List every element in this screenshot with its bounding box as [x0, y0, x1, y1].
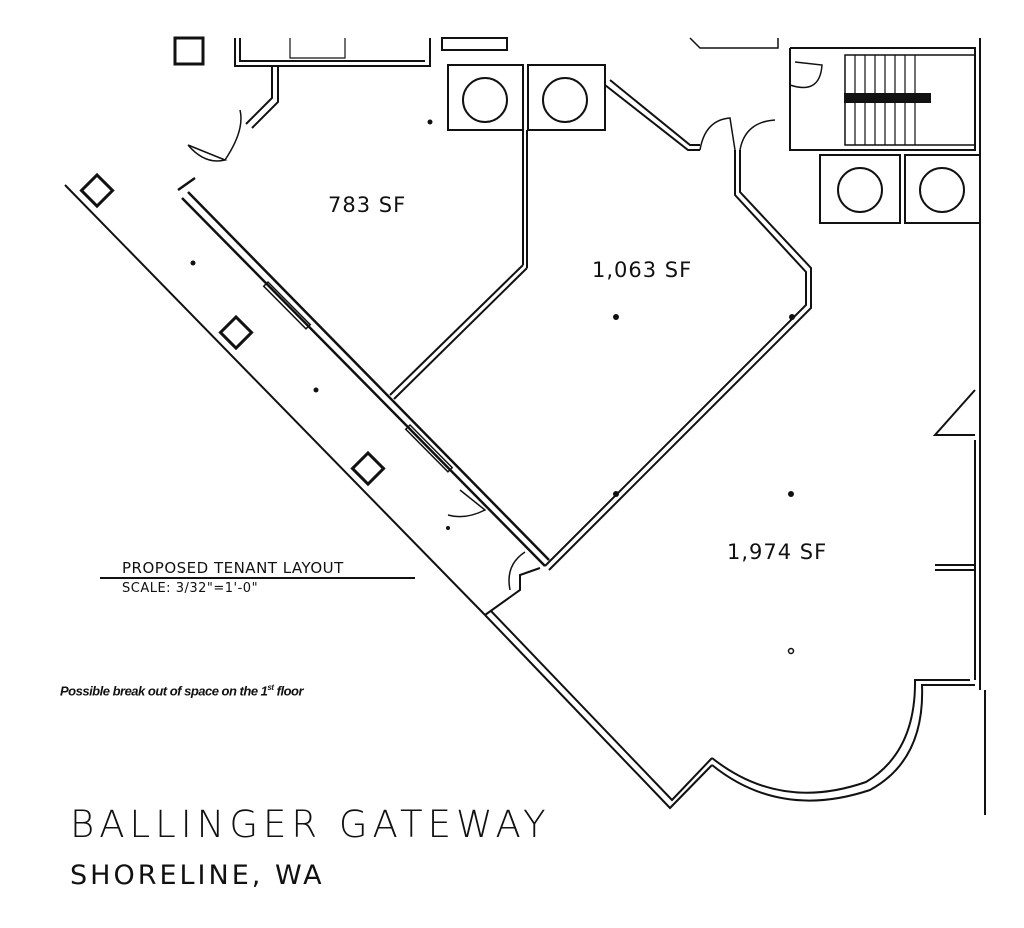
- layout-title: PROPOSED TENANT LAYOUT: [122, 559, 344, 577]
- note-text: Possible break out of space on the 1st f…: [60, 683, 304, 699]
- room-1974-walls: [484, 38, 986, 815]
- stair-core: [289, 37, 981, 224]
- room-label-1063: 1,063 SF: [592, 258, 693, 282]
- storefront-windows: [262, 280, 454, 473]
- restrooms-top: [441, 37, 606, 131]
- walkway-edge: [64, 184, 486, 616]
- fixture-dots: [190, 119, 795, 530]
- storefront-wall: [177, 176, 550, 567]
- note-end: floor: [273, 683, 304, 699]
- note-main: Possible break out of space on the 1: [60, 683, 268, 699]
- door-swings: [187, 61, 823, 591]
- room-label-1974: 1,974 SF: [727, 540, 828, 564]
- note-sup: st: [267, 683, 274, 692]
- project-location: SHORELINE, WA: [70, 860, 325, 891]
- room-783-walls: [234, 38, 528, 400]
- project-name: BALLINGER GATEWAY: [70, 803, 551, 846]
- room-1063-walls: [544, 79, 812, 571]
- columns: [79, 36, 386, 487]
- room-label-783: 783 SF: [328, 193, 407, 217]
- scale-label: SCALE: 3/32"=1'-0": [122, 581, 259, 596]
